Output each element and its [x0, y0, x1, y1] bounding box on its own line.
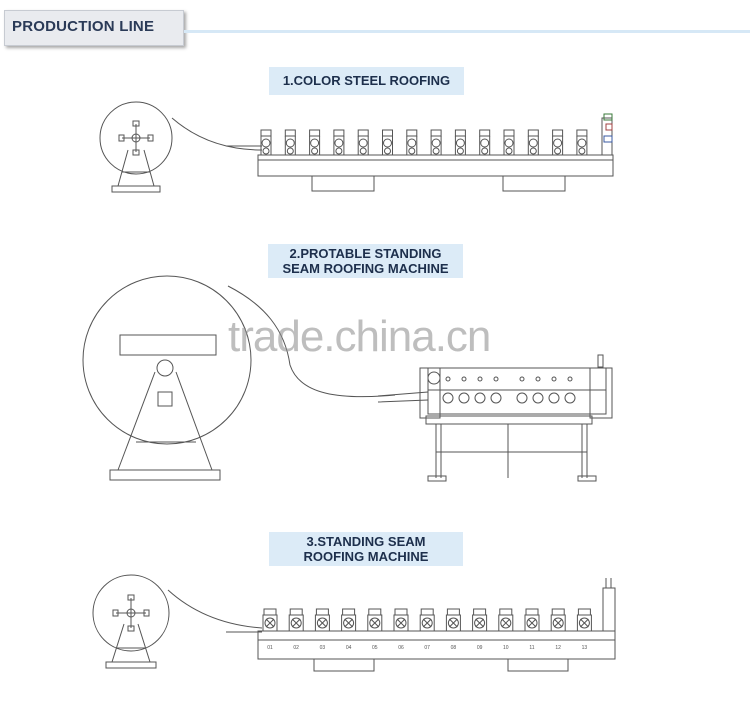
header-tab [4, 10, 184, 46]
machine-2-roller [474, 376, 486, 404]
machine-3-station-label: 13 [582, 645, 588, 651]
machine-3-station: 08 [445, 608, 461, 651]
machine-3-station-label: 02 [293, 645, 299, 651]
machine-3-station-label: 05 [372, 645, 378, 651]
machine-2-roller [564, 376, 576, 404]
machine-3-station: 11 [524, 608, 540, 651]
machine-2-coil [82, 275, 252, 445]
machine-2-frame [377, 354, 613, 482]
machine-3-station: 10 [498, 608, 514, 651]
machine-1-frame [257, 113, 614, 192]
header-divider [184, 30, 750, 33]
machine-1-station [406, 129, 418, 155]
machine-1-roller-stations [260, 129, 588, 155]
machine-3-station: 05 [367, 608, 383, 651]
machine-3-strip [167, 589, 263, 629]
machine-1-strip [171, 117, 263, 151]
machine-2-roller [490, 376, 502, 404]
machine-3-station-label: 08 [451, 645, 457, 651]
machine-3-station-label: 10 [503, 645, 509, 651]
section-2-caption-line-1: 2.PROTABLE STANDING [289, 246, 442, 261]
watermark: trade.china.cn [228, 312, 491, 361]
machine-1-station [382, 129, 393, 155]
machine-1-uncoiler [99, 101, 173, 193]
machine-1-station [503, 129, 515, 155]
machine-1-station [309, 129, 321, 155]
machine-3-station: 06 [393, 608, 409, 651]
machine-3-station: 01 [262, 608, 278, 651]
machine-3-station-label: 09 [477, 645, 483, 651]
page-title: PRODUCTION LINE [12, 18, 155, 35]
machine-3-frame [257, 578, 616, 672]
section-3-caption: 3.STANDING SEAM ROOFING MACHINE [269, 532, 463, 566]
machine-2-roller-stations [442, 376, 576, 404]
machine-1-station [527, 129, 539, 155]
machine-3-coil [92, 574, 170, 652]
machine-3-station: 13 [576, 608, 592, 651]
machine-3-roller-stations: 01 02 03 04 05 06 07 08 09 10 11 12 13 [262, 608, 592, 651]
machine-1-station [357, 129, 369, 155]
machine-2-uncoiler [82, 275, 252, 481]
machine-1-station [430, 129, 442, 155]
machine-1-station [576, 129, 588, 155]
machine-3-station-label: 11 [529, 645, 534, 651]
machine-1-station [260, 129, 272, 155]
machine-3-station: 03 [314, 608, 330, 651]
machine-1-station [454, 129, 466, 155]
section-1-caption-line-1: 1.COLOR STEEL ROOFING [282, 73, 451, 88]
machine-3-station: 02 [288, 608, 304, 651]
section-1-caption: 1.COLOR STEEL ROOFING [269, 67, 464, 95]
section-2-caption-line-2: SEAM ROOFING MACHINE [282, 261, 449, 276]
machine-3-station: 09 [472, 608, 488, 651]
machine-3-station: 07 [419, 608, 435, 651]
machine-1-station [552, 129, 564, 155]
machine-2-roller [532, 376, 544, 404]
machine-2-roller [442, 376, 454, 404]
machine-2-roller [548, 376, 560, 404]
machine-2-roller [458, 376, 470, 404]
machine-3-uncoiler [92, 574, 170, 669]
machine-3-station: 04 [341, 608, 357, 651]
machine-3-station-label: 12 [555, 645, 561, 651]
machine-1-coil [99, 101, 173, 175]
machine-2-roller [516, 376, 528, 404]
section-3-caption-line-2: ROOFING MACHINE [303, 549, 429, 564]
machine-3-station: 12 [550, 608, 566, 651]
machine-3-station-label: 03 [320, 645, 326, 651]
machine-3-station-label: 06 [398, 645, 404, 651]
machine-2-strip [227, 285, 396, 398]
machine-1-station [479, 129, 491, 155]
machine-3-station-label: 07 [424, 645, 430, 651]
machine-3-station-label: 01 [267, 645, 273, 651]
section-2-caption: 2.PROTABLE STANDING SEAM ROOFING MACHINE [268, 244, 463, 278]
section-3-caption-line-1: 3.STANDING SEAM [306, 534, 426, 549]
machine-1-station [284, 129, 296, 155]
machine-1-station [333, 129, 345, 155]
machine-3-station-label: 04 [346, 645, 352, 651]
